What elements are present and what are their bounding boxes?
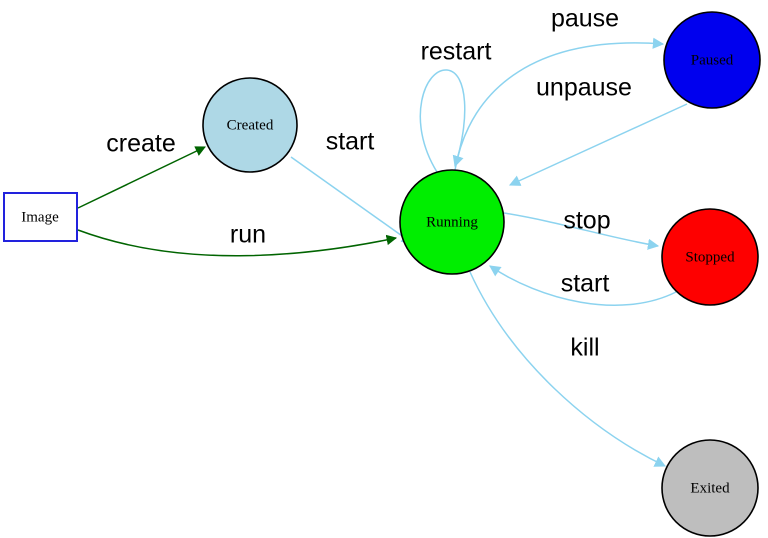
edge-run-label: run xyxy=(230,221,266,249)
node-image-shape xyxy=(3,192,78,242)
edge-run[interactable]: run xyxy=(77,221,398,257)
edge-start-stopped-path xyxy=(489,265,677,307)
node-paused[interactable]: Paused xyxy=(663,11,761,109)
edges-layer: create run start restart pause xyxy=(77,5,688,467)
edge-pause-path xyxy=(454,37,665,171)
edge-stop-path xyxy=(503,212,660,250)
edge-start-stopped-label: start xyxy=(561,270,610,298)
edge-pause-label: pause xyxy=(551,5,619,33)
edge-unpause[interactable]: unpause xyxy=(508,74,688,186)
edge-restart[interactable]: restart xyxy=(419,38,492,173)
edge-start-created-path xyxy=(290,156,413,244)
edge-pause[interactable]: pause xyxy=(454,5,665,171)
node-image[interactable]: Image xyxy=(3,192,78,242)
edge-stop[interactable]: stop xyxy=(503,207,660,250)
edge-kill-path xyxy=(469,271,667,467)
edge-start-created-label: start xyxy=(326,128,375,156)
node-paused-shape xyxy=(663,11,761,109)
node-stopped-shape xyxy=(661,208,759,306)
edge-start-created[interactable]: start xyxy=(290,128,413,244)
edge-unpause-label: unpause xyxy=(536,74,632,102)
edge-run-path xyxy=(77,229,398,257)
node-created-shape xyxy=(202,77,298,173)
edge-kill[interactable]: kill xyxy=(469,271,667,467)
edge-create[interactable]: create xyxy=(77,130,206,209)
edge-kill-label: kill xyxy=(570,334,599,362)
node-created[interactable]: Created xyxy=(202,77,298,173)
edge-create-label: create xyxy=(106,130,175,158)
node-running[interactable]: Running xyxy=(399,169,505,275)
node-stopped[interactable]: Stopped xyxy=(661,208,759,306)
edge-create-path xyxy=(77,146,206,209)
edge-unpause-path xyxy=(508,103,688,186)
node-exited-shape xyxy=(661,439,759,537)
node-running-shape xyxy=(399,169,505,275)
edge-restart-label: restart xyxy=(421,38,492,66)
edge-start-stopped[interactable]: start xyxy=(489,265,677,307)
edge-restart-path xyxy=(419,69,466,173)
node-exited[interactable]: Exited xyxy=(661,439,759,537)
